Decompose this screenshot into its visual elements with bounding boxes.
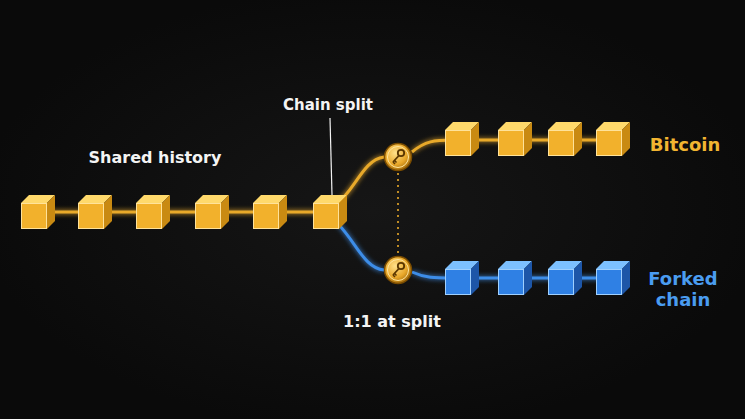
block	[313, 195, 347, 229]
key-coin	[385, 144, 412, 171]
block	[548, 261, 582, 295]
block	[195, 195, 229, 229]
callout-label: Chain split	[283, 97, 373, 114]
block	[596, 122, 630, 156]
chain-name: Bitcoin	[650, 135, 721, 156]
block	[498, 122, 532, 156]
block	[596, 261, 630, 295]
chain-link	[338, 224, 384, 270]
block	[498, 261, 532, 295]
dotted-link	[397, 173, 399, 255]
key-coin	[385, 257, 412, 284]
block	[445, 122, 479, 156]
block	[78, 195, 112, 229]
block	[445, 261, 479, 295]
ratio-note: 1:1 at split	[343, 313, 441, 331]
leader-line	[330, 118, 332, 195]
block	[136, 195, 170, 229]
block	[21, 195, 55, 229]
section-label: Shared history	[89, 149, 222, 167]
block	[253, 195, 287, 229]
block	[548, 122, 582, 156]
chain-name: Forked chain	[638, 269, 728, 310]
